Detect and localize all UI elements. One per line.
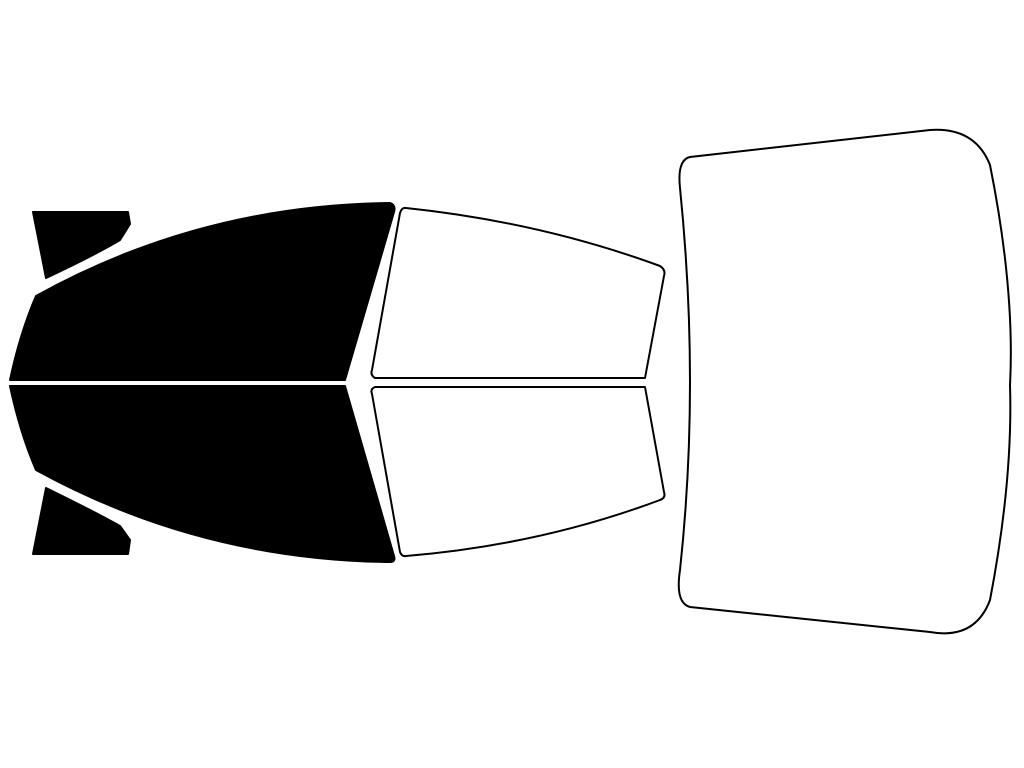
front-door-window-bottom[interactable] [9, 385, 396, 563]
front-vent-window-bottom[interactable] [32, 487, 131, 555]
front-door-window-top[interactable] [9, 202, 396, 381]
rear-windshield[interactable] [677, 128, 1012, 635]
rear-door-window-bottom[interactable] [370, 386, 666, 558]
front-vent-window-top[interactable] [32, 211, 131, 279]
rear-door-window-top[interactable] [370, 206, 666, 379]
